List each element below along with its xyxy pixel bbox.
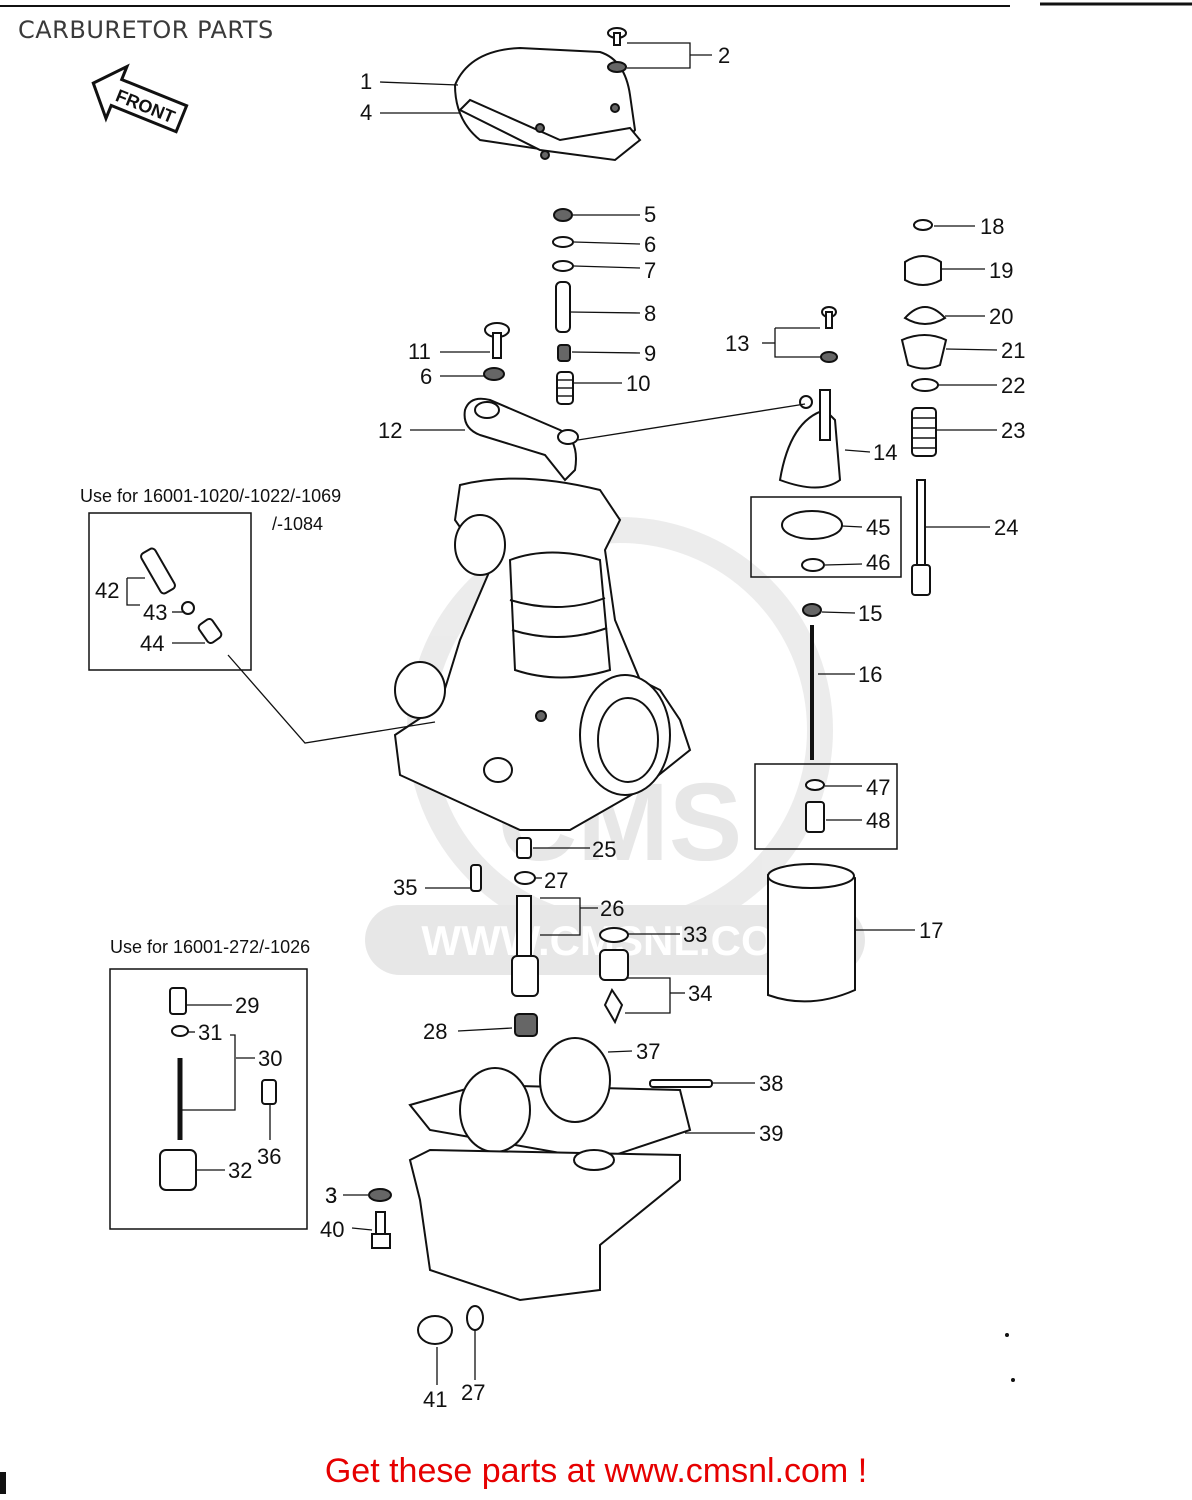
callout: 1: [360, 69, 372, 94]
diaphragm-part-45: [781, 510, 843, 540]
callout-numbers: 1 2 3 4 5 6 7 8 9 10 11 6 12 13 14 18 19…: [95, 43, 1025, 1412]
callout: 46: [866, 550, 890, 575]
callout: 18: [980, 214, 1004, 239]
option-box-45-46: [750, 496, 902, 578]
needle-stack-parts: [552, 208, 574, 405]
callout: 31: [198, 1020, 222, 1045]
main-jet-option-parts: [159, 987, 277, 1191]
callout: 27: [544, 868, 568, 893]
callout: 33: [683, 922, 707, 947]
enrichener-parts: [900, 219, 948, 596]
note-version-2: Use for 16001-272/-1026: [110, 937, 310, 957]
callout: 47: [866, 775, 890, 800]
callout: 45: [866, 515, 890, 540]
callout: 5: [644, 202, 656, 227]
callout: 24: [994, 515, 1018, 540]
callout: 25: [592, 837, 616, 862]
leader-lines: [126, 42, 998, 1385]
callout: 23: [1001, 418, 1025, 443]
callout: 7: [644, 258, 656, 283]
callout: 15: [858, 601, 882, 626]
screw-part-11: [483, 322, 510, 381]
callout: 28: [423, 1019, 447, 1044]
callout: 42: [95, 578, 119, 603]
callout: 8: [644, 301, 656, 326]
screw-part-13: [820, 306, 838, 363]
callout: 3: [325, 1183, 337, 1208]
footer-promo: Get these parts at www.cmsnl.com !: [324, 1452, 868, 1490]
callout: 32: [228, 1158, 252, 1183]
callout: 44: [140, 631, 164, 656]
callout: 29: [235, 993, 259, 1018]
callout: 37: [636, 1039, 660, 1064]
bracket-part-14: [778, 389, 842, 489]
callout: 43: [143, 600, 167, 625]
drain-screw-parts: [368, 1188, 484, 1345]
callout: 48: [866, 808, 890, 833]
top-cover-part: [453, 46, 642, 162]
air-filter-element-part: [767, 863, 856, 1003]
option-box-42-44: [88, 512, 252, 671]
callout: 19: [989, 258, 1013, 283]
callout: 36: [257, 1144, 281, 1169]
callout: 30: [258, 1046, 282, 1071]
callout: 22: [1001, 373, 1025, 398]
callout: 10: [626, 371, 650, 396]
screw-part-2: [607, 27, 627, 73]
callout: 34: [688, 981, 712, 1006]
float-bowl-assembly: [408, 1037, 713, 1302]
callout: 2: [718, 43, 730, 68]
callout: 41: [423, 1387, 447, 1412]
carburetor-body: [393, 477, 692, 831]
washer-part-46: [801, 558, 825, 572]
speck: [1005, 1333, 1009, 1337]
pilot-screw-parts: [140, 547, 223, 645]
washer-part-47: [805, 779, 825, 791]
callout: 9: [644, 341, 656, 366]
note-version-1-cont: /-1084: [272, 514, 323, 534]
callout: 11: [408, 339, 431, 364]
callout: 6: [644, 232, 656, 257]
callout: 17: [919, 918, 943, 943]
spring-part-48: [805, 801, 825, 833]
callout: 35: [393, 875, 417, 900]
callout: 26: [600, 896, 624, 921]
page-title: CARBURETOR PARTS: [18, 16, 274, 44]
float-valve-parts: [599, 927, 629, 1025]
callout: 20: [989, 304, 1013, 329]
callout: 3: [325, 1183, 337, 1208]
option-box-29-36: [109, 968, 308, 1230]
corner-mark: [0, 1472, 6, 1494]
front-arrow: FRONT: [91, 63, 189, 134]
callout: 39: [759, 1121, 783, 1146]
callout: 40: [320, 1217, 344, 1242]
callout: 27: [461, 1380, 485, 1405]
note-version-1: Use for 16001-1020/-1022/-1069: [80, 486, 341, 506]
option-box-47-48: [754, 763, 898, 850]
callout: 13: [725, 331, 749, 356]
lower-jet-parts: [470, 837, 539, 1037]
callout: 4: [360, 100, 372, 125]
callout: 21: [1001, 338, 1025, 363]
jet-needle-part: [802, 603, 822, 760]
callout: 6: [420, 364, 432, 389]
speck: [1011, 1378, 1015, 1382]
callout: 12: [378, 418, 402, 443]
callout: 14: [873, 440, 897, 465]
callout: 38: [759, 1071, 783, 1096]
rocker-arm-part: [463, 397, 579, 482]
callout: 16: [858, 662, 882, 687]
